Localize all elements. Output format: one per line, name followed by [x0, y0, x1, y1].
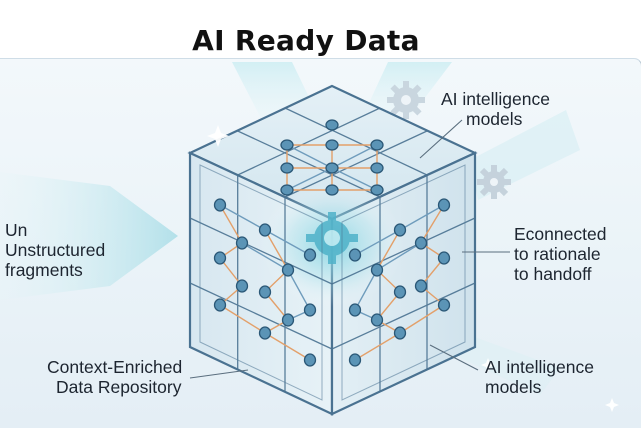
data-node — [258, 223, 272, 237]
data-node — [325, 119, 339, 131]
leader-lines — [189, 119, 510, 379]
data-node — [325, 184, 339, 196]
data-node — [303, 303, 317, 317]
label-right: Econnected to rationale to handoff — [514, 224, 607, 284]
data-node — [370, 263, 384, 277]
diagram-title: AI Ready Data — [192, 24, 420, 57]
data-node — [235, 236, 249, 250]
data-node — [393, 326, 407, 340]
data-node — [370, 313, 384, 327]
data-node — [258, 326, 272, 340]
label-top-right: AI intelligence models — [441, 89, 550, 129]
data-node — [348, 353, 362, 367]
data-node — [213, 251, 227, 265]
data-node — [393, 285, 407, 299]
data-node — [370, 184, 384, 196]
data-node — [280, 162, 294, 174]
left-input-arrow — [0, 172, 178, 300]
label-bottom-left: Context-Enriched Data Repository — [47, 357, 183, 397]
core-gear-icon — [306, 212, 358, 264]
data-node — [281, 313, 295, 327]
gear-icon — [477, 165, 511, 199]
label-bottom-right: AI intelligence models — [485, 357, 594, 397]
cube-grid — [189, 107, 476, 401]
data-node — [325, 139, 339, 151]
data-node — [437, 298, 451, 312]
data-node — [213, 298, 227, 312]
data-node — [281, 263, 295, 277]
gear-icon — [387, 81, 425, 119]
data-node — [437, 198, 451, 212]
data-node — [414, 279, 428, 293]
data-node — [370, 139, 384, 151]
data-nodes — [213, 119, 451, 367]
data-node — [393, 223, 407, 237]
data-node — [235, 279, 249, 293]
data-node — [213, 198, 227, 212]
data-node — [437, 251, 451, 265]
data-node — [348, 303, 362, 317]
data-node — [280, 184, 294, 196]
data-node — [303, 353, 317, 367]
data-node — [414, 236, 428, 250]
data-node — [258, 285, 272, 299]
data-node — [348, 248, 362, 262]
label-left: Un Unstructured fragments — [5, 220, 106, 280]
data-node — [325, 162, 339, 174]
data-node — [370, 162, 384, 174]
data-node — [303, 248, 317, 262]
sparkle-icon — [207, 125, 619, 412]
data-node — [280, 139, 294, 151]
